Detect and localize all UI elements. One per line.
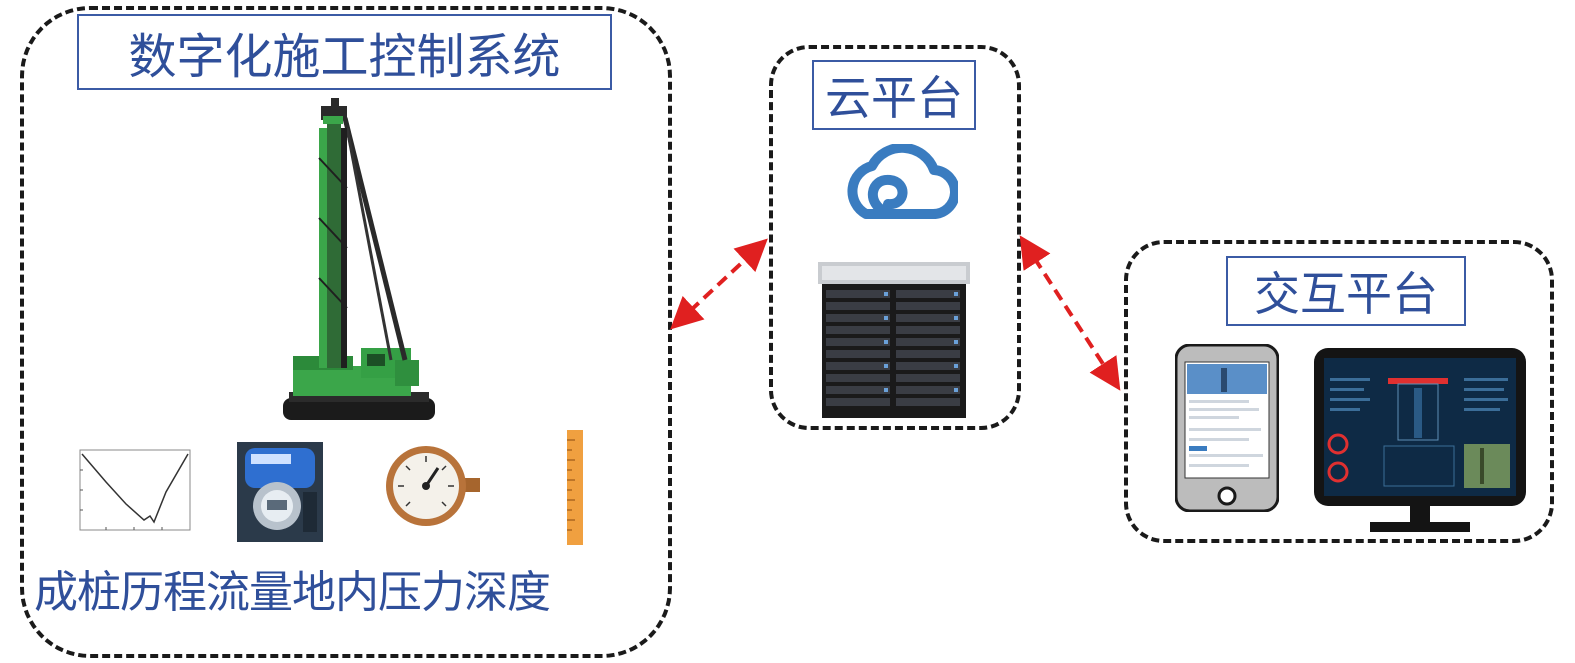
cloud-platform-group <box>769 45 1021 430</box>
control-system-title-box: 数字化施工控制系统 <box>77 14 612 90</box>
desktop-monitor-icon <box>1314 348 1526 536</box>
interaction-platform-title-box: 交互平台 <box>1226 256 1466 326</box>
flow-meter-icon <box>237 442 323 542</box>
control-system-group <box>20 6 672 658</box>
pile-history-curve-icon <box>66 446 196 541</box>
control-system-title: 数字化施工控制系统 <box>128 29 561 85</box>
interaction-platform-title: 交互平台 <box>1254 267 1438 321</box>
arrow-system-cloud <box>670 238 768 330</box>
pressure-gauge-icon <box>384 444 482 528</box>
cloud-icon <box>836 144 958 222</box>
arrow-cloud-interaction <box>1019 235 1121 391</box>
server-rack-icon <box>818 262 970 418</box>
cloud-platform-title-box: 云平台 <box>812 60 976 130</box>
depth-ruler-icon <box>565 430 585 545</box>
tablet-icon <box>1175 344 1279 512</box>
cloud-platform-title: 云平台 <box>825 71 963 125</box>
pile-driver-rig-icon <box>275 98 445 428</box>
sensor-caption: 成桩历程流量地内压力深度 <box>34 567 551 618</box>
interaction-platform-group <box>1124 240 1554 543</box>
